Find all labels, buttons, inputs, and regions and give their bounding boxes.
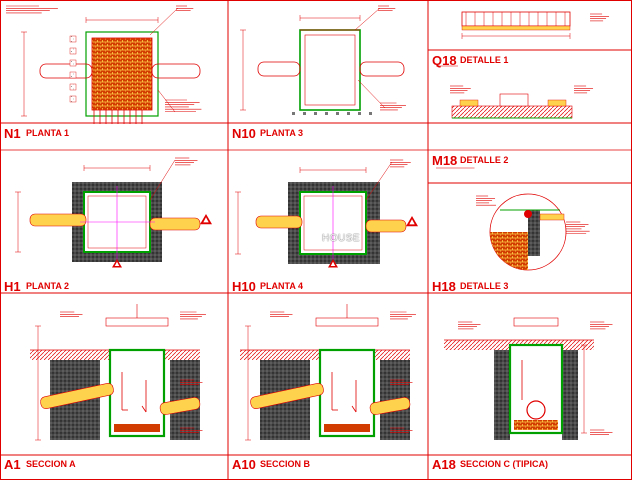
panel-title-h18: DETALLE 3	[460, 281, 509, 291]
planta3-soil-dot	[347, 112, 350, 115]
seccion-b-flow-arrow	[351, 405, 357, 413]
seccion-c-chamber	[508, 343, 564, 435]
seccion-b-bedding	[324, 424, 370, 432]
panel-code-n10: N10	[232, 126, 256, 141]
detalle1-beam	[461, 11, 571, 27]
panel-title-n10: PLANTA 3	[260, 128, 304, 138]
panel-title-q18: DETALLE 1	[460, 55, 509, 65]
planta2-outlet-pipe	[149, 217, 201, 231]
planta3-soil-dot	[292, 112, 295, 115]
detalle2-node	[524, 210, 532, 218]
planta3-outlet-pipe	[359, 61, 405, 77]
planta1-soil-mark	[69, 35, 77, 43]
planta1-soil-mark	[69, 59, 77, 67]
planta4-outlet-pipe	[365, 219, 407, 233]
panel-title-m18: DETALLE 2	[460, 155, 509, 165]
seccion-b-inlet-pipe	[250, 383, 324, 409]
planta2-level-marker-right	[203, 217, 209, 223]
planta1-soil-mark	[69, 47, 77, 55]
planta3-soil-dot	[325, 112, 328, 115]
panel-title-a10: SECCION B	[260, 459, 311, 469]
planta1-soil-mark	[69, 83, 77, 91]
panel-code-a1: A1	[4, 457, 21, 472]
planta3-leader-top	[354, 7, 381, 31]
planta3-soil-dot	[314, 112, 317, 115]
planta1-leader-top	[149, 7, 179, 36]
detalle2-wall-section	[528, 210, 540, 256]
planta3-soil-dot	[369, 112, 372, 115]
planta4-inlet-pipe	[255, 215, 303, 229]
seccion-c-bedding	[514, 420, 558, 430]
planta3-inlet-pipe	[257, 61, 301, 77]
panel-title-h10: PLANTA 4	[260, 281, 304, 291]
panel-code-q18: Q18	[432, 53, 457, 68]
watermark-stamp: HOUSE	[322, 233, 361, 244]
panel-code-n1: N1	[4, 126, 21, 141]
panel-title-a1: SECCION A	[26, 459, 76, 469]
planta4-leader	[365, 161, 393, 201]
panel-code-a18: A18	[432, 457, 456, 472]
planta3-soil-dot	[358, 112, 361, 115]
detalle1-cover	[499, 93, 529, 107]
detalle1-bearing-right	[547, 99, 567, 107]
planta2-inlet-pipe	[29, 213, 87, 227]
detalle1-bearing-left	[459, 99, 479, 107]
panel-code-a10: A10	[232, 457, 256, 472]
seccion-b-chamber	[318, 348, 376, 438]
seccion-a-bedding	[114, 424, 160, 432]
planta1-outlet-pipe	[151, 63, 201, 79]
seccion-a-chamber	[108, 348, 166, 438]
seccion-a-inlet-pipe	[40, 383, 114, 409]
planta4-level-marker-bottom	[330, 261, 336, 266]
planta1-soil-mark	[69, 71, 77, 79]
panel-code-h1: H1	[4, 279, 21, 294]
seccion-a-outlet-pipe	[159, 397, 201, 415]
planta1-grid-chamber	[91, 37, 153, 111]
planta2-leader	[149, 159, 176, 201]
seccion-a-cover-frame	[105, 317, 169, 327]
planta1-leader	[157, 89, 176, 113]
seccion-c-cover-frame	[513, 317, 559, 327]
detalle1-slab	[451, 105, 573, 119]
seccion-b-cover-frame	[315, 317, 379, 327]
planta3-soil-dot	[303, 112, 306, 115]
planta1-inlet-pipe	[39, 63, 93, 79]
detalle2-hatch-quadrant	[490, 232, 528, 270]
planta2-level-marker-bottom	[114, 261, 120, 266]
panel-code-h10: H10	[232, 279, 256, 294]
seccion-c-soil-right	[562, 350, 578, 440]
planta3-soil-dot	[336, 112, 339, 115]
seccion-b-outlet-pipe	[369, 397, 411, 415]
panel-code-m18: M18	[432, 153, 458, 168]
seccion-c-soil-left	[494, 350, 510, 440]
detalle2-seal	[539, 213, 565, 221]
panel-title-n1: PLANTA 1	[26, 128, 70, 138]
planta3-chamber	[304, 34, 356, 106]
planta1-soil-mark	[69, 95, 77, 103]
panel-title-h1: PLANTA 2	[26, 281, 70, 291]
planta3-leader	[357, 79, 386, 109]
panel-title-a18: SECCION C (TIPICA)	[460, 459, 549, 469]
detalle1-base	[461, 25, 571, 31]
seccion-a-flow-arrow	[141, 405, 147, 413]
seccion-c-pipe-section	[526, 400, 546, 420]
planta4-level-marker-right	[409, 219, 415, 225]
planta1-wall	[85, 31, 159, 117]
panel-code-h18: H18	[432, 279, 456, 294]
